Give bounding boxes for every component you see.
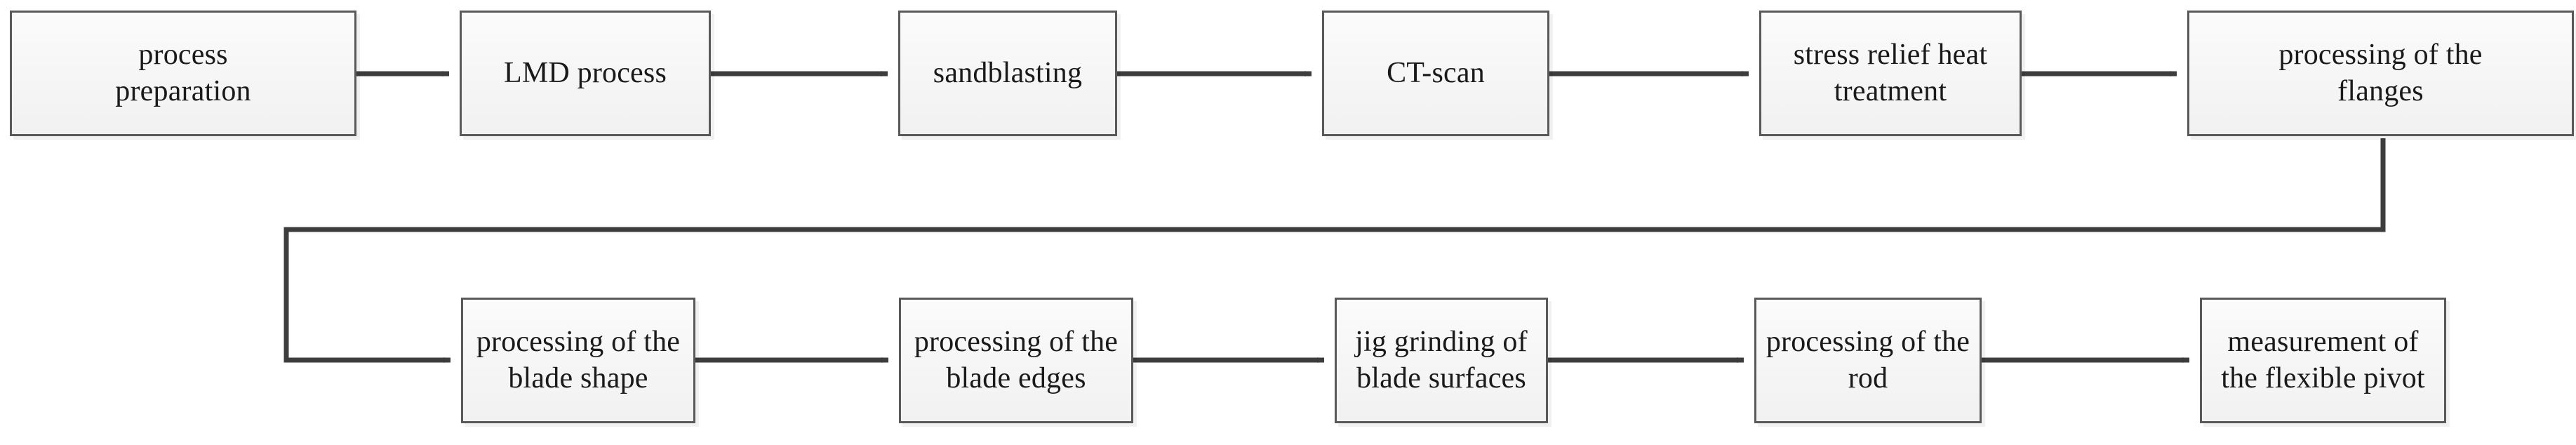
- node-label: process preparation: [115, 39, 251, 107]
- node-ct-scan[interactable]: CT-scan: [1322, 11, 1549, 136]
- node-label: processing of the blade edges: [914, 326, 1119, 394]
- node-lmd-process[interactable]: LMD process: [460, 11, 711, 136]
- node-label: CT-scan: [1387, 56, 1485, 89]
- node-jig-grinding-of-blade-surfaces[interactable]: jig grinding of blade surfaces: [1335, 298, 1548, 423]
- node-label: LMD process: [504, 56, 667, 89]
- node-sandblasting[interactable]: sandblasting: [898, 11, 1117, 136]
- node-label: jig grinding of blade surfaces: [1355, 326, 1528, 394]
- node-label: sandblasting: [933, 56, 1083, 89]
- node-label: stress relief heat treatment: [1793, 39, 1988, 107]
- node-label: measurement of the flexible pivot: [2221, 326, 2425, 394]
- node-label: processing of the flanges: [2278, 39, 2483, 107]
- node-stress-relief-heat-treatment[interactable]: stress relief heat treatment: [1759, 11, 2022, 136]
- node-processing-of-the-flanges[interactable]: processing of the flanges: [2187, 11, 2574, 136]
- node-processing-of-the-rod[interactable]: processing of the rod: [1754, 298, 1982, 423]
- node-process-preparation[interactable]: process preparation: [10, 11, 356, 136]
- node-measurement-of-the-flexible-pivot[interactable]: measurement of the flexible pivot: [2200, 298, 2446, 423]
- node-label: processing of the blade shape: [476, 326, 681, 394]
- node-label: processing of the rod: [1766, 326, 1970, 394]
- node-processing-of-the-blade-shape[interactable]: processing of the blade shape: [461, 298, 695, 423]
- node-processing-of-the-blade-edges[interactable]: processing of the blade edges: [899, 298, 1133, 423]
